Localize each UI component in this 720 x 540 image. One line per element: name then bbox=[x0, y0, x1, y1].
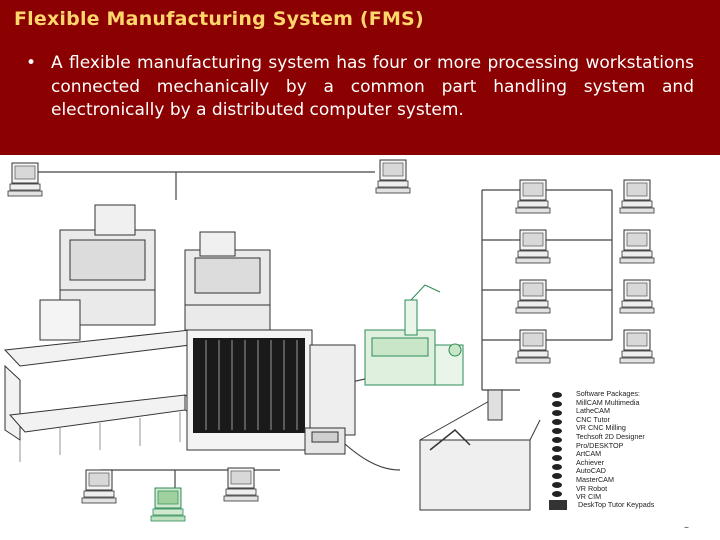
software-item: AutoCAD bbox=[576, 466, 606, 476]
page-number: – bbox=[684, 522, 689, 533]
cnc-tutor bbox=[304, 427, 346, 455]
gantry-machine bbox=[419, 389, 541, 511]
software-item: MillCAM Multimedia bbox=[576, 397, 640, 407]
fms-diagram bbox=[3, 159, 655, 522]
software-item: CNC Tutor bbox=[576, 414, 610, 424]
software-item: Techsoft 2D Designer bbox=[576, 431, 645, 441]
software-item: VR Robot bbox=[576, 483, 608, 493]
software-item: LatheCAM bbox=[576, 406, 610, 416]
slide-title: Flexible Manufacturing System (FMS) bbox=[14, 8, 424, 30]
bullet-marker: • bbox=[26, 53, 37, 73]
robot-cell bbox=[364, 284, 464, 386]
machining-center-2 bbox=[184, 231, 271, 331]
software-item: Pro/DESKTOP bbox=[576, 440, 624, 450]
software-item: VR CNC Milling bbox=[576, 423, 626, 433]
bullet-text: A flexible manufacturing system has four… bbox=[51, 53, 694, 120]
software-packages-list: Software Packages: MillCAM Multimedia La… bbox=[576, 389, 668, 502]
keypads-label: DeskTop Tutor Keypads bbox=[578, 500, 655, 509]
slide-header: Flexible Manufacturing System (FMS) • A … bbox=[0, 0, 720, 155]
tool-rack bbox=[186, 329, 356, 451]
software-item: Software Packages: bbox=[576, 389, 640, 398]
machining-center-1 bbox=[39, 204, 156, 341]
software-disks bbox=[549, 392, 567, 510]
software-item: ArtCAM bbox=[576, 449, 602, 459]
software-item: Achiever bbox=[576, 457, 604, 467]
software-item: VR CIM bbox=[576, 492, 602, 502]
software-item: MasterCAM bbox=[576, 474, 614, 484]
